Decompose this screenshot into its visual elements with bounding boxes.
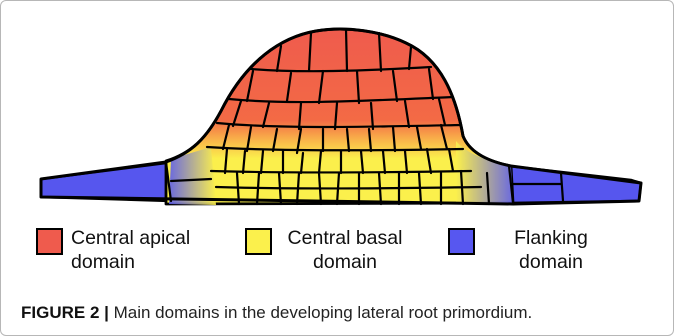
legend-swatch-apical [36, 228, 63, 255]
transition-zone-left [169, 147, 216, 205]
legend-swatch-basal [245, 228, 272, 255]
legend-swatch-flanking [448, 228, 475, 255]
figure-caption: FIGURE 2 | Main domains in the developin… [21, 303, 532, 323]
primordium-outline [39, 27, 643, 206]
cell-walls [164, 27, 565, 206]
legend-label-apical: Central apical domain [71, 227, 191, 273]
transition-zone-right [456, 141, 513, 204]
primordium-diagram [36, 27, 643, 255]
caption-text: Main domains in the developing lateral r… [108, 303, 533, 322]
legend-label-flanking: Flanking domain [514, 227, 588, 273]
legend-label-basal: Central basal domain [287, 227, 403, 273]
figure-label: FIGURE 2 | [21, 303, 109, 322]
